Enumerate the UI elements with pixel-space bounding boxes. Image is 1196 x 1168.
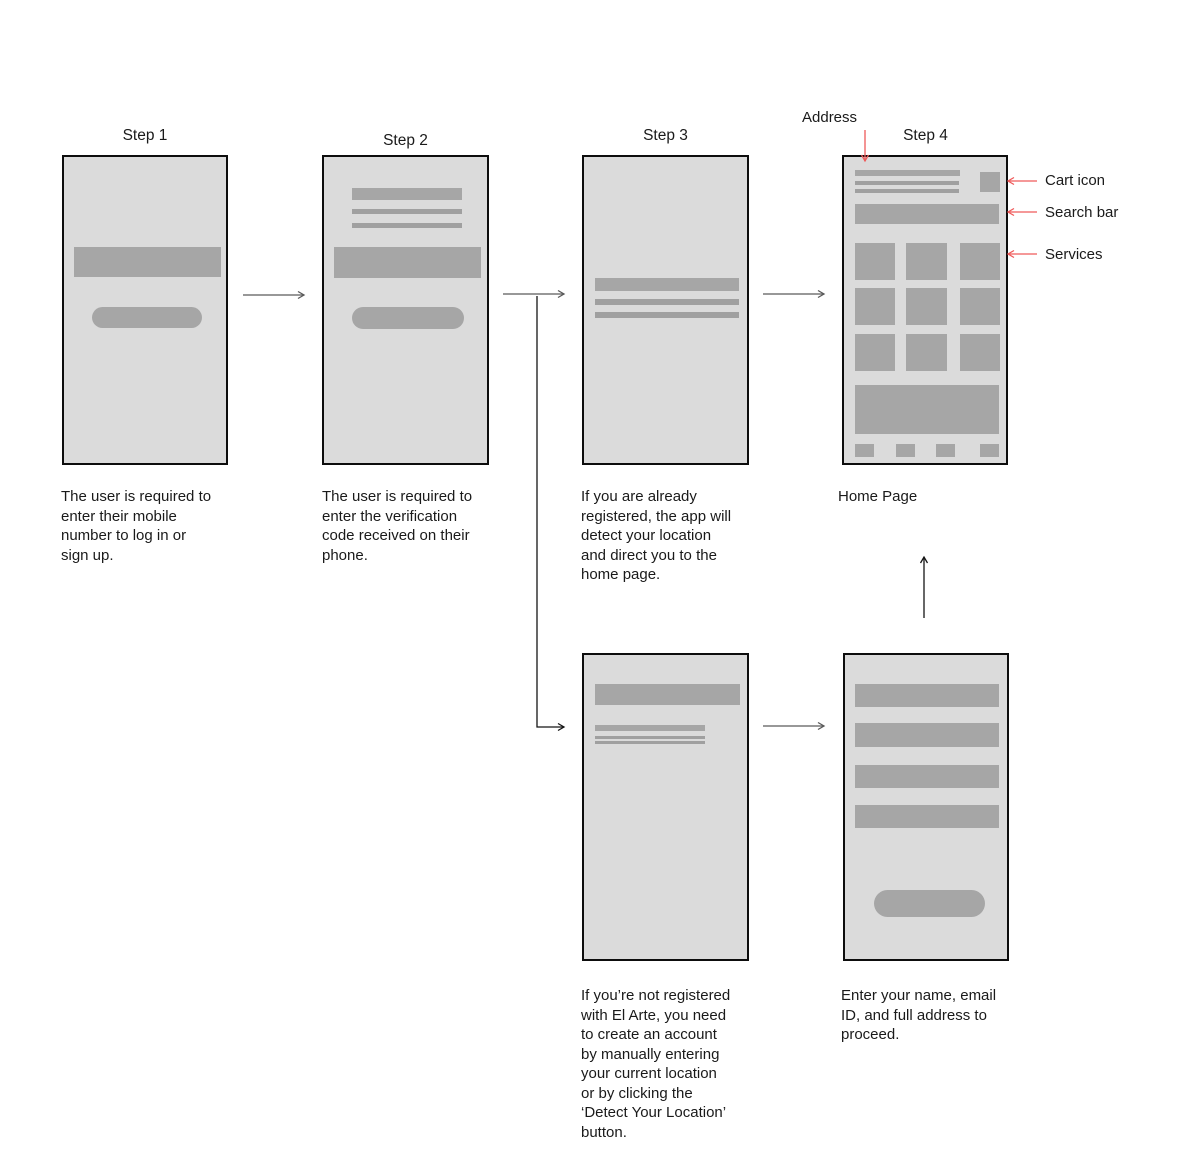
service-tile	[906, 288, 947, 325]
bottom-nav-item	[896, 444, 915, 457]
step-2-phone-frame	[322, 155, 489, 465]
service-tile	[960, 334, 1000, 371]
text-line	[352, 209, 462, 214]
step-2-caption: The user is required to enter the verifi…	[322, 488, 473, 564]
step-3-caption: If you are already registered, the app w…	[581, 488, 732, 583]
step-1-caption: The user is required to enter their mobi…	[61, 488, 212, 564]
details-form-phone-frame	[843, 653, 1009, 961]
bottom-nav-item	[936, 444, 955, 457]
verification-code-input-bar	[334, 247, 481, 278]
heading-bar	[595, 725, 705, 731]
arrow-branch-to-location-phone	[536, 296, 566, 732]
bottom-nav-item	[855, 444, 874, 457]
address-line	[855, 170, 960, 176]
bottom-nav-item	[980, 444, 999, 457]
home-page-caption: Home Page	[838, 488, 918, 505]
form-field-bar	[855, 805, 999, 828]
text-line	[352, 223, 462, 228]
search-bar-annotation-label: Search bar	[1045, 204, 1119, 221]
form-field-bar	[855, 684, 999, 707]
cart-icon-annotation-label: Cart icon	[1045, 172, 1106, 189]
location-input-bar	[595, 684, 740, 705]
verify-button-pill	[352, 307, 464, 329]
step-2-label: Step 2	[383, 132, 428, 149]
service-tile	[855, 243, 895, 280]
text-line	[595, 299, 739, 305]
text-line	[595, 741, 705, 744]
service-tile	[960, 288, 1000, 325]
heading-bar	[352, 188, 462, 200]
step-1-label: Step 1	[122, 127, 168, 144]
details-caption: Enter your name, email ID, and full addr…	[841, 987, 997, 1043]
address-line	[855, 181, 959, 185]
address-annotation-label: Address	[802, 109, 858, 126]
step-1-phone-frame	[62, 155, 228, 465]
proceed-button-pill	[874, 890, 985, 917]
mobile-number-input-bar	[74, 247, 221, 277]
form-field-bar	[855, 723, 999, 747]
service-tile	[855, 288, 895, 325]
text-line	[595, 312, 739, 318]
service-tile	[855, 334, 895, 371]
heading-bar	[595, 278, 739, 291]
services-annotation-label: Services	[1045, 246, 1103, 263]
login-button-pill	[92, 307, 202, 328]
address-line	[855, 189, 959, 193]
form-field-bar	[855, 765, 999, 788]
service-tile	[960, 243, 1000, 280]
service-tile	[906, 243, 947, 280]
search-bar-box	[855, 204, 999, 224]
text-line	[595, 736, 705, 739]
cart-icon	[980, 172, 1000, 192]
promo-banner	[855, 385, 999, 434]
step-3-phone-frame	[582, 155, 749, 465]
location-entry-phone-frame	[582, 653, 749, 961]
create-account-caption: If you’re not registered with El Arte, y…	[581, 987, 731, 1141]
service-tile	[906, 334, 947, 371]
step-4-phone-frame	[842, 155, 1008, 465]
step-3-label: Step 3	[643, 127, 688, 144]
step-4-label: Step 4	[903, 127, 948, 144]
